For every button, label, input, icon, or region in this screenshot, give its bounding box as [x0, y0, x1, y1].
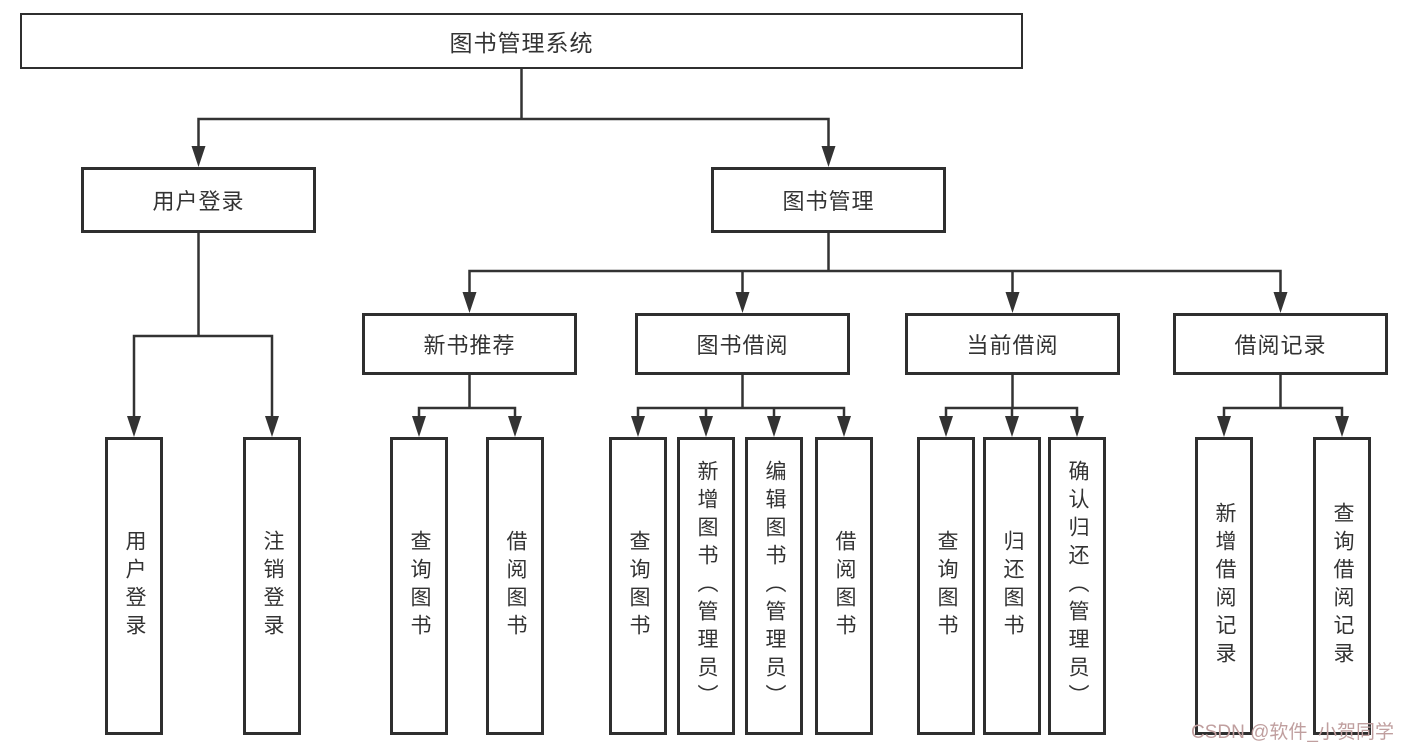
leaf-query-book-recommend: 查询图书	[390, 437, 448, 735]
node-book-management: 图书管理	[711, 167, 946, 233]
node-label: 借阅记录	[1234, 333, 1327, 358]
node-borrow-records: 借阅记录	[1173, 313, 1388, 375]
node-label: 借阅图书	[833, 530, 857, 642]
node-label: 图书借阅	[696, 333, 789, 358]
node-current-borrow: 当前借阅	[905, 313, 1120, 375]
node-label: 图书管理系统	[449, 30, 594, 56]
leaf-query-book-current: 查询图书	[917, 437, 975, 735]
node-label: 查询图书	[627, 530, 651, 642]
leaf-logout: 注销登录	[243, 437, 301, 735]
leaf-borrow-book-recommend: 借阅图书	[486, 437, 544, 735]
node-label: 用户登录	[123, 530, 147, 642]
node-label: 编辑图书（管理员）	[763, 460, 787, 712]
leaf-borrow-book: 借阅图书	[815, 437, 873, 735]
arrowheads	[127, 146, 1349, 437]
node-label: 注销登录	[261, 530, 285, 642]
node-label: 借阅图书	[504, 530, 528, 642]
node-label: 图书管理	[782, 189, 875, 214]
node-library-management-system: 图书管理系统	[20, 13, 1023, 69]
node-label: 查询借阅记录	[1331, 502, 1355, 670]
node-label: 新增图书（管理员）	[695, 460, 719, 712]
leaf-query-book-borrow: 查询图书	[609, 437, 667, 735]
node-label: 查询图书	[408, 530, 432, 642]
node-label: 当前借阅	[966, 333, 1059, 358]
node-label: 新书推荐	[423, 333, 516, 358]
node-label: 用户登录	[152, 189, 245, 214]
node-user-login: 用户登录	[81, 167, 316, 233]
leaf-add-book-admin: 新增图书（管理员）	[677, 437, 735, 735]
leaf-add-borrow-record: 新增借阅记录	[1195, 437, 1253, 735]
node-label: 确认归还（管理员）	[1066, 460, 1090, 712]
node-label: 新增借阅记录	[1213, 502, 1237, 670]
node-new-book-recommend: 新书推荐	[362, 313, 577, 375]
csdn-watermark: CSDN @软件_小贺同学	[1191, 722, 1394, 743]
leaf-query-borrow-record: 查询借阅记录	[1313, 437, 1371, 735]
leaf-return-book: 归还图书	[983, 437, 1041, 735]
node-label: 归还图书	[1001, 530, 1025, 642]
node-book-borrow: 图书借阅	[635, 313, 850, 375]
node-label: 查询图书	[935, 530, 959, 642]
leaf-edit-book-admin: 编辑图书（管理员）	[745, 437, 803, 735]
leaf-confirm-return-admin: 确认归还（管理员）	[1048, 437, 1106, 735]
leaf-user-login: 用户登录	[105, 437, 163, 735]
